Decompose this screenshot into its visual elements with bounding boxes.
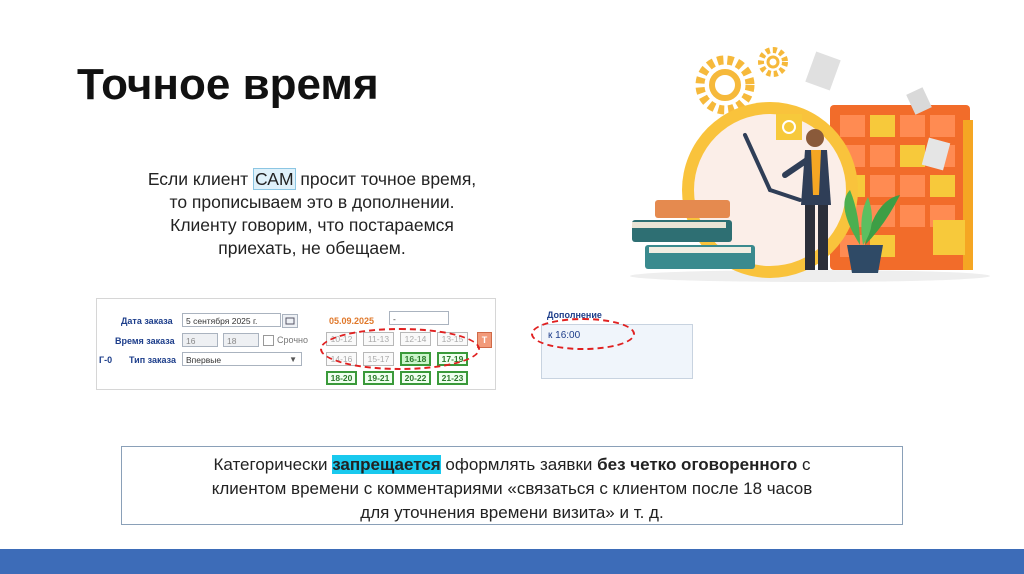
order-form-screenshot: Дата заказа 5 сентября 2025 г. 05.09.202… xyxy=(96,298,496,390)
rule-bold-text: без четко оговоренного xyxy=(597,455,798,474)
shadow-ellipse xyxy=(630,270,990,282)
intro-line3: Клиенту говорим, что постараемся xyxy=(170,215,454,235)
red-dashed-oval xyxy=(531,318,635,350)
intro-highlight-sam: САМ xyxy=(253,168,296,190)
clock-calendar-illustration xyxy=(630,47,990,282)
type-label: Тип заказа xyxy=(129,355,176,365)
intro-line1-pre: Если клиент xyxy=(147,169,254,189)
plant-icon xyxy=(844,190,900,273)
paper-sheets xyxy=(805,51,951,171)
extra-date-field[interactable]: - xyxy=(389,311,449,325)
intro-line2: то прописываем это в дополнении. xyxy=(169,192,455,212)
chevron-down-icon: ▼ xyxy=(289,355,297,364)
row-code: Г-0 xyxy=(99,355,113,365)
time-slot[interactable]: 19-21 xyxy=(363,371,394,385)
intro-text: Если клиент САМ просит точное время, то … xyxy=(112,168,512,260)
intro-line4: приехать, не обещаем. xyxy=(218,238,406,258)
order-date-input[interactable]: 5 сентября 2025 г. xyxy=(182,313,281,327)
time-slot[interactable]: 20-22 xyxy=(400,371,431,385)
time-slot[interactable]: 18-20 xyxy=(326,371,357,385)
footer-bar xyxy=(0,549,1024,574)
urgent-label: Срочно xyxy=(277,335,308,345)
urgent-checkbox[interactable] xyxy=(263,335,274,346)
rule-forbidden-highlight: запрещается xyxy=(332,455,441,474)
addition-label: Дополнение xyxy=(547,310,602,320)
hour-select[interactable]: 16 xyxy=(182,333,218,347)
intro-line1-post: просит точное время, xyxy=(295,169,477,189)
red-dashed-oval xyxy=(320,328,480,370)
type-select-value: Впервые xyxy=(186,355,222,365)
gear-icon xyxy=(695,55,755,115)
t-button[interactable]: Т xyxy=(477,332,492,348)
date-badge: 05.09.2025 xyxy=(329,316,375,326)
order-date-label: Дата заказа xyxy=(121,316,173,326)
calendar-icon[interactable] xyxy=(282,314,298,328)
minute-select[interactable]: 18 xyxy=(223,333,259,347)
rule-box: Категорически запрещается оформлять заяв… xyxy=(121,446,903,525)
books-stack xyxy=(632,200,755,269)
rule-line3: для уточнения времени визита» и т. д. xyxy=(360,503,664,522)
time-slot[interactable]: 21-23 xyxy=(437,371,468,385)
rule-text-5: с xyxy=(797,455,811,474)
gear-small-icon xyxy=(758,47,788,77)
time-label: Время заказа xyxy=(115,336,175,346)
rule-text-3: оформлять заявки xyxy=(440,455,598,474)
rule-text-1: Категорически xyxy=(213,455,333,474)
businessman-figure xyxy=(782,129,831,270)
type-select[interactable]: Впервые ▼ xyxy=(182,352,302,366)
slide-title: Точное время xyxy=(77,60,379,109)
rule-line2: клиентом времени с комментариями «связат… xyxy=(211,479,813,498)
